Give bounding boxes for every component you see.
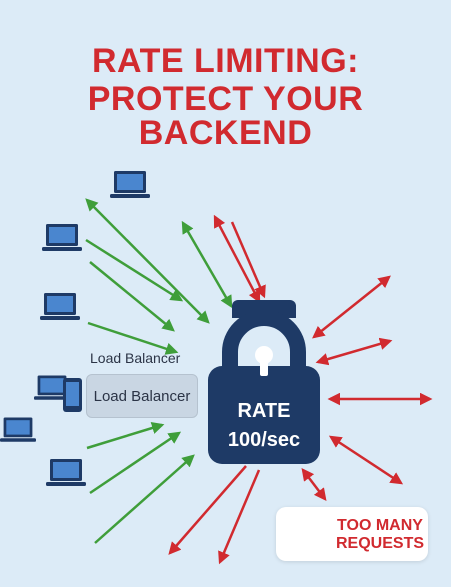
allowed-request-arrow: [87, 321, 179, 355]
laptop-icon: [110, 171, 150, 198]
load-balancer-box: Load Balancer: [86, 374, 198, 418]
laptop-icon: [42, 224, 82, 251]
rate-label: RATE: [237, 400, 291, 422]
allowed-request-arrow: [85, 198, 210, 324]
laptop-icon: [0, 417, 36, 442]
rejected-request-arrow: [213, 214, 261, 304]
allowed-request-arrow: [85, 238, 184, 302]
lock-icon: [208, 300, 320, 464]
load-balancer-label: Load Balancer: [93, 387, 191, 405]
rejected-request-arrow: [312, 275, 391, 339]
phone-icon: [63, 378, 82, 412]
rejected-request-arrow: [218, 469, 261, 565]
rejected-request-arrow: [168, 465, 247, 555]
laptop-icon: [46, 459, 86, 486]
too-many-requests-card: TOO MANY REQUESTS: [276, 507, 428, 561]
rejected-request-arrow: [230, 221, 266, 299]
title-line-2: PROTECT YOUR BACKEND: [87, 80, 364, 152]
laptop-icon: [40, 293, 80, 320]
title-line-1: RATE LIMITING:: [92, 42, 359, 80]
rejected-request-arrow: [315, 337, 393, 366]
rejected-request-arrow: [301, 468, 327, 501]
rejected-request-arrow: [328, 435, 404, 485]
allowed-request-arrow: [86, 421, 165, 450]
allowed-request-arrow: [89, 261, 175, 332]
load-balancer-caption: Load Balancer: [90, 350, 181, 366]
rate-value: 100/sec: [227, 429, 301, 451]
allowed-request-arrow: [89, 431, 182, 495]
too-many-requests-text: TOO MANY REQUESTS: [336, 517, 425, 552]
allowed-request-arrow: [94, 454, 195, 544]
